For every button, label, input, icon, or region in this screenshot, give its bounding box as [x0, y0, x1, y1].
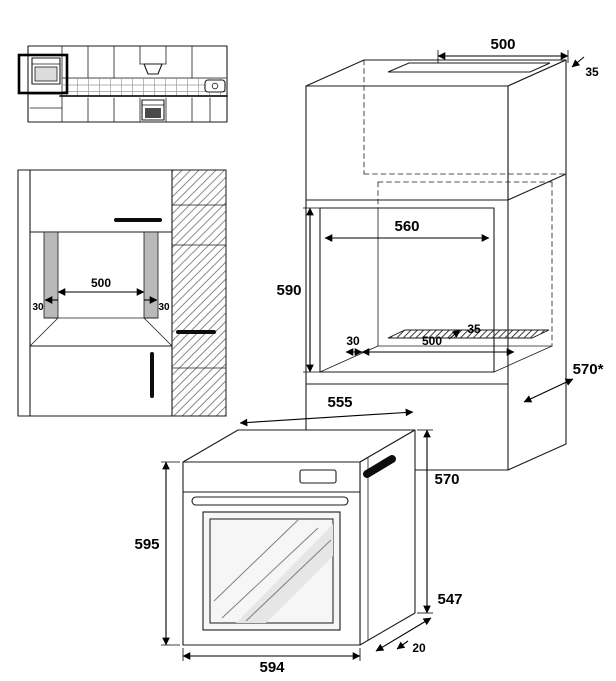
dim-oven-side-height: 570	[434, 471, 459, 488]
oven-dimensions: 555 595 570 547 20 594	[134, 394, 462, 676]
dim-front-wall-right: 30	[158, 302, 170, 313]
dim-floor-vent-width: 500	[422, 334, 442, 348]
adjacent-unit-section	[171, 169, 227, 417]
dim-floor-vent-offset: 30	[346, 334, 360, 348]
upper-box-front-face	[305, 85, 509, 201]
front-view-dimensions: 500 30 30	[32, 276, 170, 313]
dim-oven-depth: 547	[437, 591, 462, 608]
dim-floor-vent-depth: 35	[467, 322, 481, 336]
niche-iso-view: 500 35 560 590 30 500 35 570*	[276, 36, 604, 471]
dim-front-inner-width: 500	[91, 276, 111, 290]
counter-appliance	[204, 79, 226, 93]
dim-niche-depth: 570*	[573, 361, 604, 378]
dim-opening-width: 560	[394, 218, 419, 235]
niche-dimensions: 500 35 560 590 30 500 35 570*	[276, 36, 604, 403]
dim-top-vent-depth: 35	[585, 65, 599, 79]
appliance-knob	[211, 82, 219, 90]
niche-left-wall	[43, 231, 59, 319]
under-counter-oven	[141, 99, 165, 121]
cooker-hood	[143, 63, 163, 75]
floor-vent-cutout	[387, 329, 550, 339]
control-display	[299, 469, 337, 484]
kitchen-elevation-thumbnail	[17, 45, 228, 123]
dim-front-wall-left: 30	[32, 302, 44, 313]
tile-backsplash	[62, 78, 227, 96]
oven-position-highlight	[17, 53, 69, 95]
dim-oven-top-width: 555	[327, 394, 352, 411]
oven-iso-view: 555 595 570 547 20 594	[134, 394, 462, 676]
housing-front-view: 500 30 30	[17, 169, 227, 417]
tall-unit-oven	[29, 57, 63, 109]
door-window-inner-frame	[209, 518, 334, 624]
dim-opening-height: 590	[276, 282, 301, 299]
dim-oven-front-height: 595	[134, 536, 159, 553]
glass-reflection-band	[236, 524, 333, 623]
dim-oven-front-width: 594	[259, 659, 285, 676]
door-handle	[191, 496, 349, 506]
dim-oven-door-gap: 20	[412, 641, 426, 655]
top-vent-cutout	[387, 62, 551, 73]
door-handle-side	[363, 455, 396, 478]
dim-top-vent-width: 500	[490, 36, 515, 53]
niche-right-wall	[143, 231, 159, 319]
